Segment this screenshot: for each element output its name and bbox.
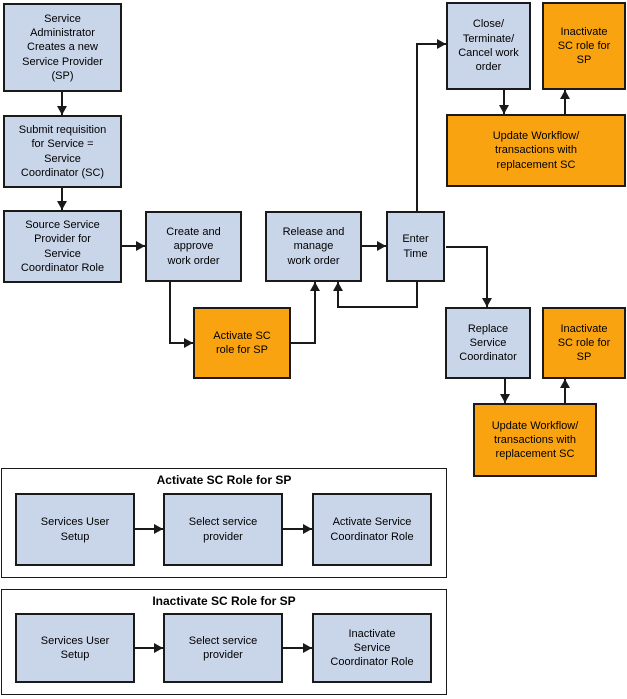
step-box-label: Select service provider — [188, 634, 258, 661]
step-box-activate-service-coordinator-role: Activate Service Coordinator Role — [312, 493, 432, 566]
flow-box-inactivate-sc-role-top: Inactivate SC role for SP — [542, 2, 626, 90]
arrow-enter-time-to-close — [416, 39, 446, 211]
arrow-create-to-activate — [169, 282, 193, 348]
step-box-inactivate-service-coordinator-role: Inactivate Service Coordinator Role — [312, 613, 432, 683]
section-title: Activate SC Role for SP — [156, 473, 292, 487]
flow-box-service-administrator: Service Administrator Creates a new Serv… — [3, 3, 122, 92]
section-inactivate-sc-role: Inactivate SC Role for SP — [1, 589, 447, 695]
arrow-enter-time-to-release — [333, 282, 418, 308]
flow-box-release-manage-work-order: Release and manage work order — [265, 211, 362, 282]
section-title: Inactivate SC Role for SP — [152, 594, 296, 608]
section-activate-sc-role: Activate SC Role for SP — [1, 468, 447, 578]
arrow-enter-time-to-replace — [446, 246, 492, 307]
step-box-services-user-setup: Services User Setup — [15, 493, 135, 566]
flow-box-label: Submit requisition for Service = Service… — [18, 123, 107, 179]
flow-box-replace-service-coordinator: Replace Service Coordinator — [445, 307, 531, 379]
arrow-activate-to-release — [291, 282, 320, 344]
step-box-select-service-provider: Select service provider — [163, 613, 283, 683]
flow-box-label: Create and approve work order — [166, 226, 221, 267]
flow-box-create-approve-work-order: Create and approve work order — [145, 211, 242, 282]
step-box-select-service-provider: Select service provider — [163, 493, 283, 566]
step-box-label: Select service provider — [188, 516, 258, 543]
flow-box-label: Replace Service Coordinator — [459, 322, 517, 364]
flow-box-submit-requisition: Submit requisition for Service = Service… — [3, 115, 122, 188]
step-box-services-user-setup: Services User Setup — [15, 613, 135, 683]
flow-box-label: Activate SC role for SP — [213, 329, 271, 356]
flow-box-activate-sc-role: Activate SC role for SP — [193, 307, 291, 379]
flow-box-update-workflow-middle: Update Workflow/ transactions with repla… — [473, 403, 597, 477]
flow-box-label: Close/ Terminate/ Cancel work order — [458, 18, 519, 74]
step-box-label: Services User Setup — [40, 634, 110, 661]
step-box-label: Services User Setup — [40, 516, 110, 543]
flow-box-close-terminate-cancel-work-order: Close/ Terminate/ Cancel work order — [446, 2, 531, 90]
flow-box-label: Enter Time — [402, 233, 429, 260]
flow-box-label: Source Service Provider for Service Coor… — [20, 218, 105, 274]
step-box-label: Activate Service Coordinator Role — [330, 516, 414, 543]
flow-box-label: Release and manage work order — [282, 226, 345, 267]
flow-box-label: Service Administrator Creates a new Serv… — [22, 12, 103, 82]
flow-box-label: Update Workflow/ transactions with repla… — [492, 130, 580, 171]
flow-box-label: Inactivate SC role for SP — [557, 25, 611, 67]
flow-box-source-service-provider: Source Service Provider for Service Coor… — [3, 210, 122, 283]
flow-box-update-workflow-top: Update Workflow/ transactions with repla… — [446, 114, 626, 187]
flow-box-enter-time: Enter Time — [386, 211, 445, 282]
step-box-label: Inactivate Service Coordinator Role — [330, 627, 414, 669]
flow-box-inactivate-sc-role-middle: Inactivate SC role for SP — [542, 307, 626, 379]
flow-box-label: Inactivate SC role for SP — [557, 322, 611, 364]
flow-box-label: Update Workflow/ transactions with repla… — [491, 419, 579, 461]
